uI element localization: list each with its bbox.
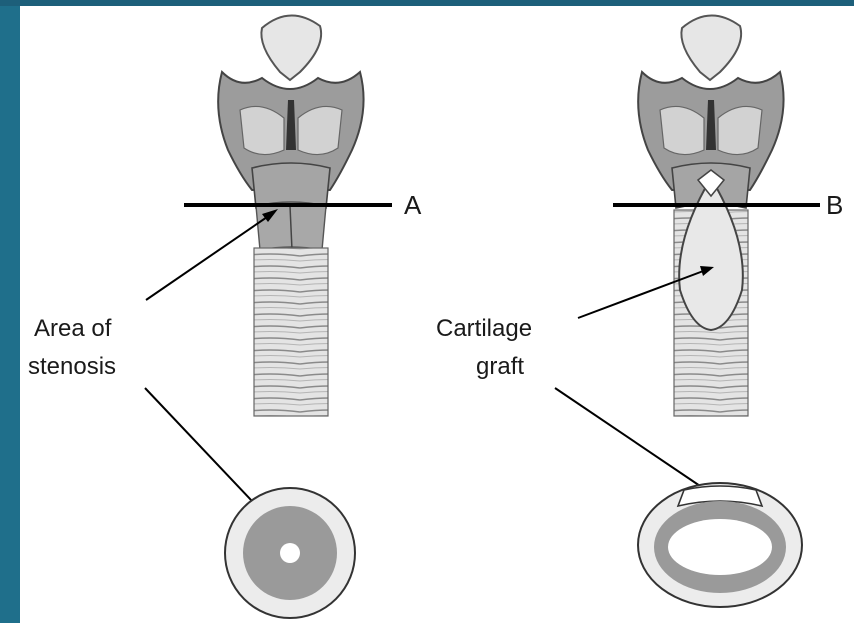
epiglottis-right xyxy=(681,15,741,80)
section-label-b: B xyxy=(826,190,843,220)
cricoid-left xyxy=(252,163,330,208)
graft-label-line1: Cartilage xyxy=(436,314,532,344)
cross-section-b xyxy=(638,483,802,607)
lumen-a xyxy=(280,543,300,563)
lumen-b xyxy=(668,519,772,575)
stenosis-label-line1: Area of xyxy=(34,314,111,344)
trachea-left xyxy=(254,248,328,416)
cross-section-a xyxy=(225,488,355,618)
epiglottis-left xyxy=(261,15,321,80)
section-label-a: A xyxy=(404,190,421,220)
graft-label-line2: graft xyxy=(476,352,524,382)
larynx-left xyxy=(218,15,363,416)
larynx-right xyxy=(638,15,783,416)
stenosis-label-line2: stenosis xyxy=(28,352,116,382)
